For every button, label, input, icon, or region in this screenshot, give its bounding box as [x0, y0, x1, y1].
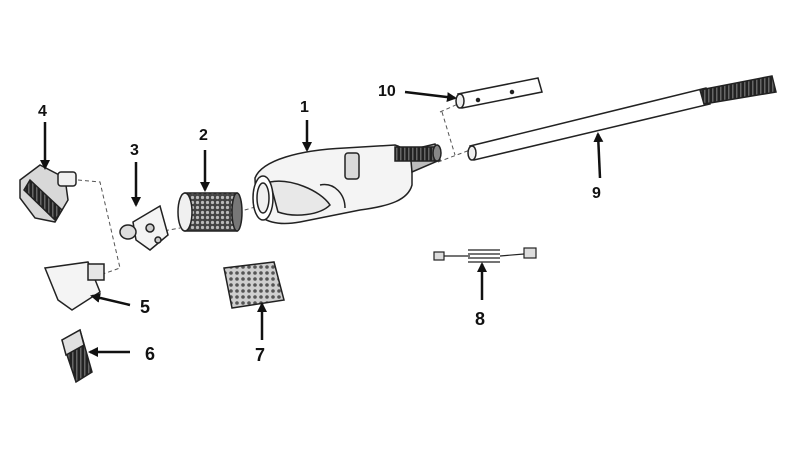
small-brush	[61, 328, 93, 384]
brush-head	[19, 164, 77, 223]
callout-label-6: 6	[145, 344, 156, 364]
cylinder-filter	[177, 192, 243, 232]
callout-arrows	[40, 90, 604, 357]
wide-nozzle	[43, 261, 105, 311]
short-pole	[455, 77, 543, 109]
callout-label-3: 3	[130, 142, 139, 159]
telescopic-pole	[467, 75, 777, 161]
flat-filter	[223, 261, 285, 309]
charging-cable	[433, 247, 537, 263]
callout-label-2: 2	[199, 127, 208, 144]
callout-label-9: 9	[592, 185, 601, 202]
callout-label-7: 7	[255, 345, 266, 365]
callout-label-8: 8	[475, 309, 486, 329]
callout-label-1: 1	[300, 99, 309, 116]
callout-label-10: 10	[378, 83, 396, 100]
callout-label-5: 5	[140, 297, 151, 317]
vacuum-body	[252, 143, 442, 225]
nozzle-adapter	[119, 204, 169, 251]
callout-label-4: 4	[38, 103, 47, 120]
